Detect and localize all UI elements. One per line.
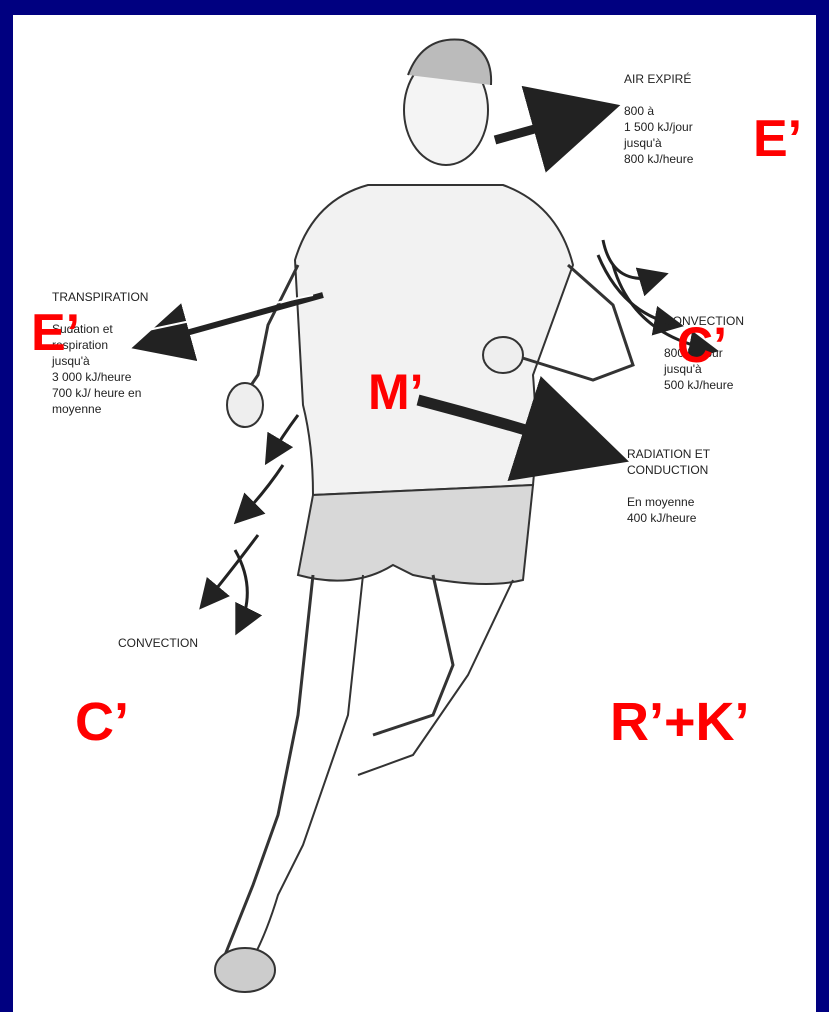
convection-leg-arrow-2 <box>238 465 283 520</box>
convection-leg-title: CONVECTION <box>118 635 198 651</box>
rk-prime-symbol: R’+K’ <box>610 695 750 749</box>
m-prime-symbol: M’ <box>368 367 424 417</box>
radiation-values: En moyenne 400 kJ/heure <box>627 494 710 526</box>
transpiration-arrow <box>143 295 323 345</box>
air-expire-values: 800 à 1 500 kJ/jour jusqu'à 800 kJ/heure <box>624 103 693 167</box>
convection-leg-arrow-1 <box>268 415 298 460</box>
air-expire-arrow <box>495 110 603 140</box>
illustration-panel: AIR EXPIRÉ 800 à 1 500 kJ/jour jusqu'à 8… <box>13 15 816 1012</box>
e-prime-top-symbol: E’ <box>753 113 802 165</box>
runner-figure <box>215 39 633 992</box>
transpiration-title: TRANSPIRATION <box>52 289 148 305</box>
c-prime-bottom-symbol: C’ <box>75 695 129 749</box>
e-prime-left-symbol: E’ <box>31 307 80 359</box>
radiation-title: RADIATION ET CONDUCTION <box>627 446 710 478</box>
c-prime-arm-symbol: C’ <box>677 320 727 370</box>
convection-arm-arrow-1 <box>603 240 663 278</box>
convection-leg-arrow-3 <box>203 535 258 605</box>
air-expire-title: AIR EXPIRÉ <box>624 71 693 87</box>
